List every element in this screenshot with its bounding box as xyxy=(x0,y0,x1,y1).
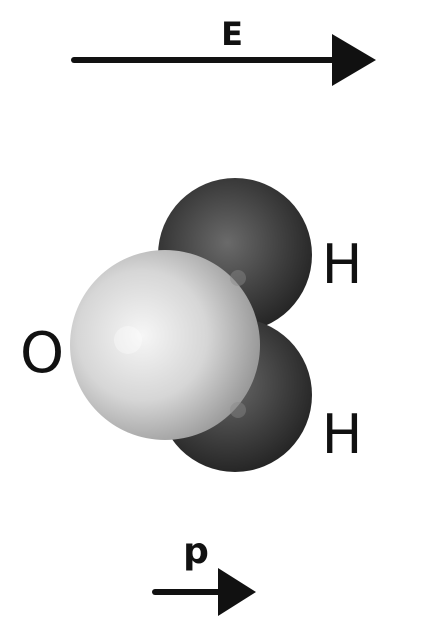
hydrogen-bottom-highlight xyxy=(230,402,246,418)
hydrogen-bottom-label: H xyxy=(322,403,363,466)
oxygen-label: O xyxy=(20,321,64,386)
oxygen-atom xyxy=(70,250,260,440)
oxygen-highlight xyxy=(114,326,142,354)
dipole-moment-label: p xyxy=(183,531,209,572)
hydrogen-top-label: H xyxy=(322,233,363,296)
dipole-moment-arrow xyxy=(152,568,256,616)
hydrogen-top-highlight xyxy=(230,270,246,286)
water-molecule xyxy=(70,178,312,472)
electric-field-label: E xyxy=(221,15,243,53)
electric-field-arrow xyxy=(71,34,376,86)
